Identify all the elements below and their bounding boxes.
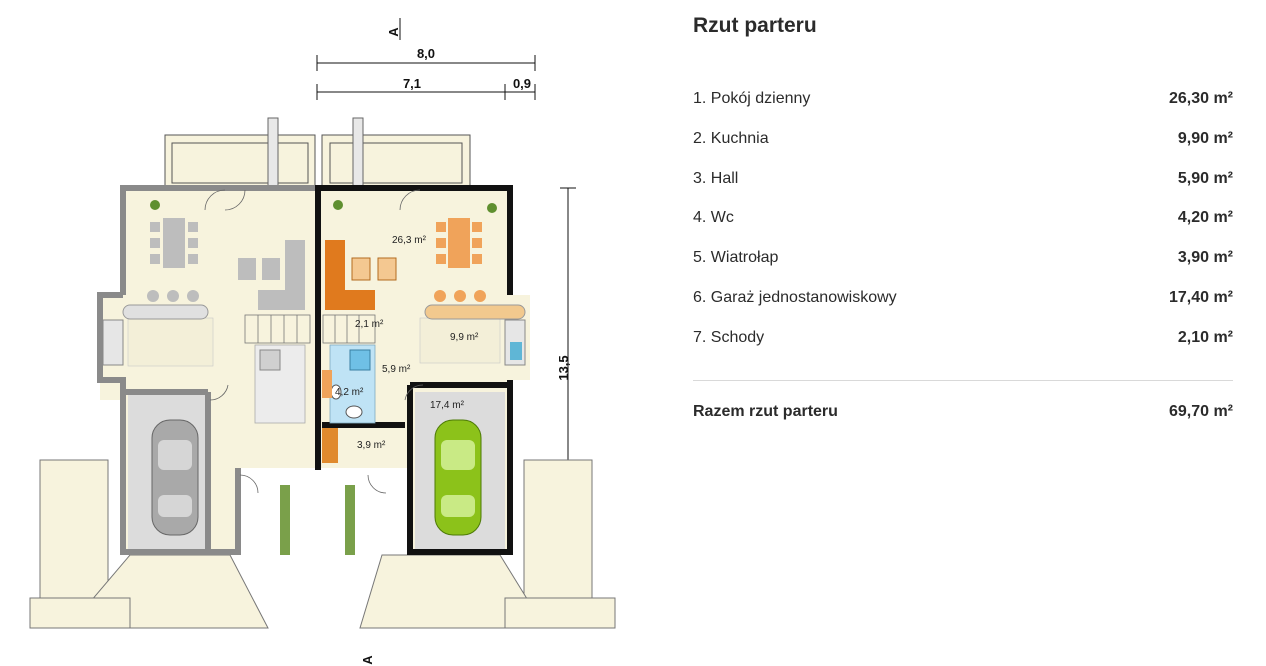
label-living: 26,3 m² xyxy=(392,235,427,246)
room-row: 4. Wc 4,20 m² xyxy=(693,206,1233,230)
room-name: 5. Wiatrołap xyxy=(693,249,779,266)
label-wc: 4,2 m² xyxy=(335,387,364,398)
room-name: 7. Schody xyxy=(693,329,765,346)
room-name: 2. Kuchnia xyxy=(693,130,769,147)
floor-plan: 8,0 7,1 0,9 13,5 A A xyxy=(29,18,616,665)
outdoor-areas xyxy=(29,459,616,629)
kitchen-tiles xyxy=(127,317,501,367)
label-garage: 17,4 m² xyxy=(430,400,465,411)
room-area: 9,90 m² xyxy=(1177,130,1233,147)
room-row: 7. Schody 2,10 m² xyxy=(693,326,1233,350)
room-area: 4,20 m² xyxy=(1177,209,1233,226)
dimension-width-inner: 7,1 xyxy=(403,76,421,91)
car-mirror xyxy=(151,419,199,536)
living-furniture-mirror xyxy=(147,218,305,310)
room-row: 3. Hall 5,90 m² xyxy=(693,167,1233,191)
walls-mirror xyxy=(97,185,315,555)
section-mark-top: A xyxy=(386,27,401,37)
room-name: 4. Wc xyxy=(693,209,734,226)
divider xyxy=(693,380,1233,381)
dimension-width: 8,0 xyxy=(417,46,435,61)
room-area: 17,40 m² xyxy=(1168,289,1233,306)
room-row: 2. Kuchnia 9,90 m² xyxy=(693,127,1233,151)
room-schedule: Rzut parteru 1. Pokój dzienny 26,30 m² 2… xyxy=(693,0,1233,666)
total-area: 69,70 m² xyxy=(1168,403,1233,420)
room-row: 1. Pokój dzienny 26,30 m² xyxy=(693,87,1233,111)
dimension-depth: 13,5 xyxy=(556,355,571,380)
doors xyxy=(204,189,424,494)
room-name: 1. Pokój dzienny xyxy=(693,90,811,107)
stairs xyxy=(244,314,376,344)
dimension-top xyxy=(316,55,536,100)
plants xyxy=(150,200,497,213)
total-label: Razem rzut parteru xyxy=(693,403,838,420)
panel-title: Rzut parteru xyxy=(693,14,817,37)
room-name: 3. Hall xyxy=(693,170,739,187)
label-kitchen: 9,9 m² xyxy=(450,332,479,343)
room-row: 5. Wiatrołap 3,90 m² xyxy=(693,246,1233,270)
room-name: 6. Garaż jednostanowiskowy xyxy=(693,289,897,306)
room-area: 5,90 m² xyxy=(1177,170,1233,187)
living-furniture xyxy=(325,218,486,310)
label-stairs: 2,1 m² xyxy=(355,319,384,330)
total-row: Razem rzut parteru 69,70 m² xyxy=(693,400,1233,424)
room-area: 3,90 m² xyxy=(1177,249,1233,266)
room-area: 26,30 m² xyxy=(1168,90,1233,107)
terraces xyxy=(164,134,471,191)
label-vestibule: 3,9 m² xyxy=(357,440,386,451)
label-hall: 5,9 m² xyxy=(382,364,411,375)
room-area: 2,10 m² xyxy=(1177,329,1233,346)
shrubs xyxy=(280,485,355,555)
section-mark-bottom: A xyxy=(360,655,375,665)
room-row: 6. Garaż jednostanowiskowy 17,40 m² xyxy=(693,286,1233,310)
dimension-width-small: 0,9 xyxy=(513,76,531,91)
car-green xyxy=(434,419,482,536)
